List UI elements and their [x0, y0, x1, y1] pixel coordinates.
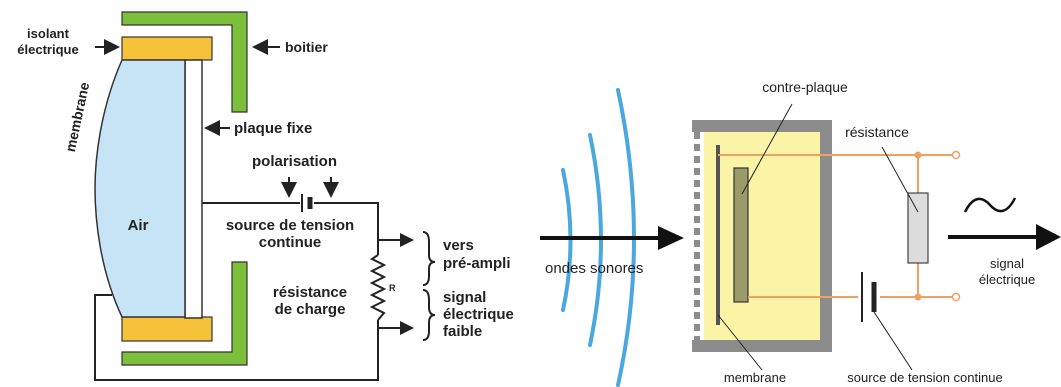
right-membrane-label: membrane: [724, 370, 786, 385]
insulator-top: [121, 36, 213, 61]
resistance-charge-label-line2: de charge: [275, 301, 346, 318]
capsule-interior: [704, 132, 820, 340]
left-pointer-arrows: [95, 39, 339, 198]
insulator-bottom: [121, 316, 213, 342]
left-battery-symbol: [301, 194, 313, 212]
ondes-sonores-label: ondes sonores: [545, 260, 643, 277]
polarisation-label: polarisation: [252, 153, 337, 170]
signal-faible-label-line3: faible: [443, 323, 482, 340]
signal-faible-label-line2: électrique: [443, 306, 514, 323]
right-schematic-diagram: contre-plaque résistance signal électriq…: [692, 79, 1061, 385]
fixed-plate: [184, 59, 203, 319]
housing-boitier: [121, 11, 248, 366]
contre-plaque-label: contre-plaque: [762, 79, 848, 95]
sound-waves-section: ondes sonores: [540, 88, 684, 387]
signal-electrique-label-line1: signal: [990, 256, 1024, 271]
signal-electrique-label-line2: électrique: [979, 272, 1035, 287]
resistance-label: résistance: [845, 124, 909, 140]
signal-output-arrowhead: [1036, 224, 1061, 250]
source-label-line1: source de tension: [226, 217, 354, 234]
isolant-label-line1: isolant: [27, 26, 70, 41]
source-tension-label: source de tension continue: [847, 370, 1002, 385]
boitier-label: boitier: [285, 39, 328, 55]
membrane-label: membrane: [62, 80, 92, 153]
resistor-symbol-label: R: [389, 283, 396, 293]
vers-label-line1: vers: [443, 237, 474, 254]
left-braces: [422, 231, 436, 341]
plaque-fixe-label: plaque fixe: [234, 120, 312, 137]
isolant-label-line2: électrique: [17, 42, 78, 57]
right-circuit-nodes: [914, 150, 961, 302]
sound-direction-arrowhead: [658, 226, 684, 250]
signal-tilde-icon: [963, 197, 1017, 213]
right-leader-lines: [717, 103, 919, 371]
left-resistor-symbol: [369, 254, 387, 321]
left-condenser-diagram: isolant électrique boitier membrane plaq…: [17, 11, 514, 381]
signal-faible-label-line1: signal: [443, 289, 486, 306]
membrane-air: [94, 59, 186, 318]
air-label: Air: [128, 217, 149, 234]
vers-label-line2: pré-ampli: [443, 255, 511, 272]
left-output-arrows: [378, 233, 414, 335]
backplate-contre-plaque: [733, 167, 749, 303]
source-label-line2: continue: [259, 234, 322, 251]
right-resistor: [907, 192, 929, 264]
resistance-charge-label-line1: résistance: [273, 284, 347, 301]
